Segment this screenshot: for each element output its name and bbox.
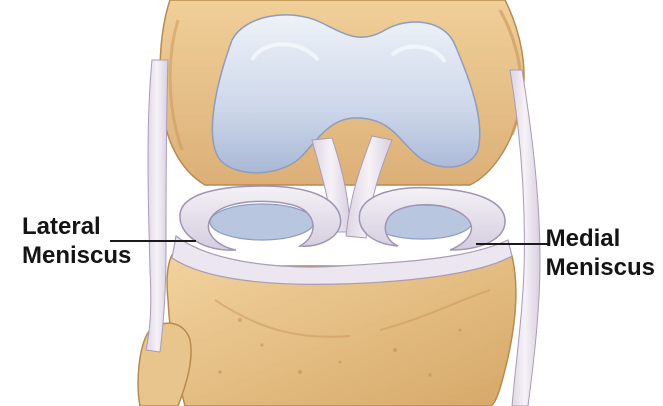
- lateral-meniscus-label: Lateral Meniscus: [22, 212, 131, 270]
- lateral-collateral-ligament: [146, 60, 168, 352]
- lateral-meniscus-label-line1: Lateral: [22, 212, 131, 241]
- medial-meniscus-label-line2: Meniscus: [546, 253, 655, 282]
- lateral-meniscus-label-line2: Meniscus: [22, 241, 131, 270]
- medial-meniscus-label-line1: Medial: [546, 224, 655, 253]
- medial-meniscus-label: Medial Meniscus: [546, 224, 655, 282]
- lateral-tibial-plateau: [210, 204, 314, 240]
- fibula-bone: [138, 323, 191, 406]
